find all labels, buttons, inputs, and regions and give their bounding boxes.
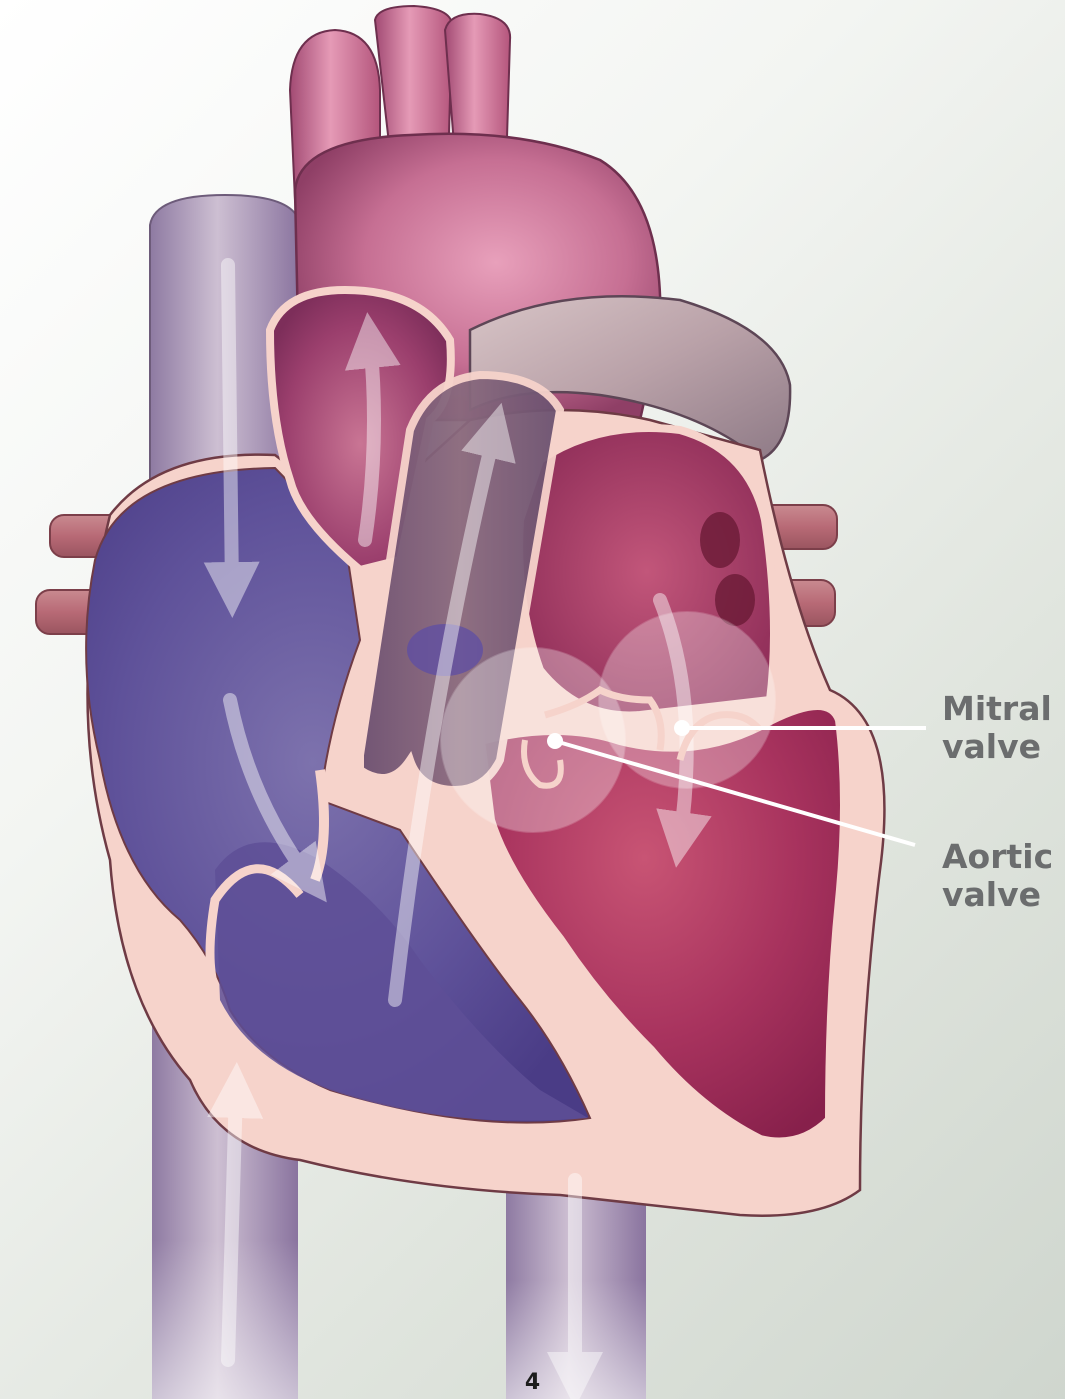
mitral-valve-label: Mitral valve xyxy=(942,690,1052,766)
aortic-callout-dot xyxy=(547,733,563,749)
mitral-callout-dot xyxy=(674,720,690,736)
aortic-valve-label: Aortic valve xyxy=(942,838,1053,914)
page-number: 4 xyxy=(0,1370,1065,1395)
aortic-valve-highlight xyxy=(441,648,625,832)
mitral-label-line1: Mitral xyxy=(942,690,1052,728)
mitral-label-line2: valve xyxy=(942,728,1052,766)
aortic-label-line2: valve xyxy=(942,876,1053,914)
aortic-label-line1: Aortic xyxy=(942,838,1053,876)
